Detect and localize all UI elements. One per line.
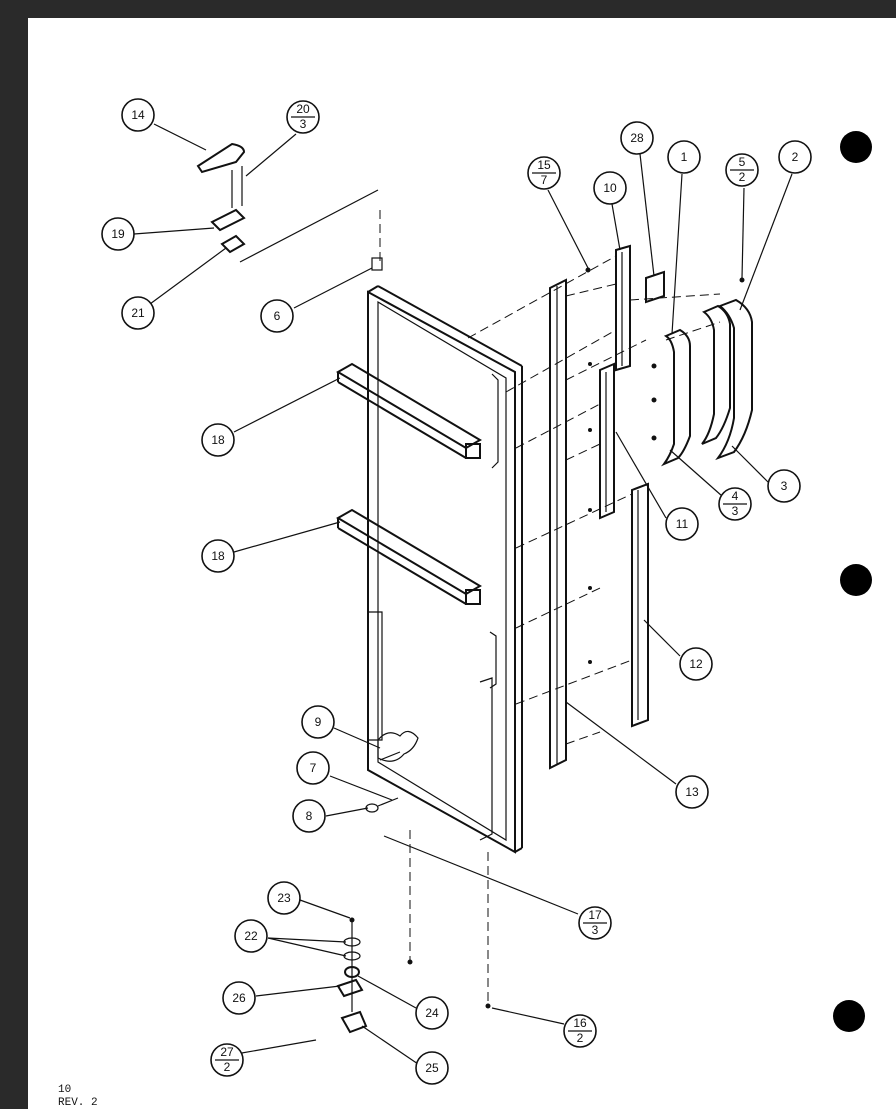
callout-14: 14	[121, 98, 155, 132]
callout-21-number: 21	[131, 306, 145, 320]
callout-27-qty: 2	[224, 1060, 231, 1074]
callout-1-number: 1	[681, 150, 688, 164]
binder-hole	[833, 1000, 865, 1032]
callout-7-number: 7	[310, 761, 317, 775]
paper-sheet	[28, 18, 896, 1109]
door-panel	[367, 285, 523, 854]
callout-11-number: 11	[676, 517, 689, 531]
handle-trim-3	[701, 304, 731, 445]
callout-15-qty: 7	[541, 173, 548, 187]
callout-24-number: 24	[425, 1006, 439, 1020]
callout-3: 3	[767, 469, 801, 503]
page-number: 10	[58, 1084, 71, 1096]
callout-8: 8	[292, 799, 326, 833]
callout-18-lower: 18	[201, 539, 235, 573]
callout-19-number: 19	[111, 227, 125, 241]
callout-10-number: 10	[603, 181, 617, 195]
binder-hole	[840, 564, 872, 596]
callout-27: 272	[210, 1043, 244, 1077]
callout-10: 10	[593, 171, 627, 205]
callout-15: 157	[527, 156, 561, 190]
screws	[585, 267, 745, 664]
callout-6: 6	[260, 299, 294, 333]
callout-4: 43	[718, 487, 752, 521]
top-hinge-assembly	[196, 142, 383, 271]
door-shelf-upper	[336, 362, 482, 459]
binder-hole	[840, 131, 872, 163]
callout-12: 12	[679, 647, 713, 681]
door-shelf-lower	[336, 508, 482, 605]
callout-5: 52	[725, 153, 759, 187]
callout-22-number: 22	[244, 929, 258, 943]
channel-11	[599, 362, 615, 520]
callout-24: 24	[415, 996, 449, 1030]
callout-7: 7	[296, 751, 330, 785]
callout-22: 22	[234, 919, 268, 953]
callout-16-qty: 2	[577, 1031, 584, 1045]
callout-27-number: 27	[220, 1045, 234, 1059]
assembly-lines	[379, 210, 721, 1004]
callout-8-number: 8	[306, 809, 313, 823]
trim-strip-13	[549, 278, 567, 770]
callout-9-number: 9	[315, 715, 322, 729]
callout-11: 11	[665, 507, 699, 541]
callout-15-number: 15	[537, 158, 551, 172]
callout-3-number: 3	[781, 479, 788, 493]
callout-28: 28	[620, 121, 654, 155]
callout-13-number: 13	[685, 785, 699, 799]
callout-18-upper: 18	[201, 423, 235, 457]
callout-26-number: 26	[232, 991, 246, 1005]
callout-23: 23	[267, 881, 301, 915]
channel-12	[631, 482, 649, 728]
callout-9: 9	[301, 705, 335, 739]
callout-23-number: 23	[277, 891, 291, 905]
callout-17-qty: 3	[592, 923, 599, 937]
handle-1	[660, 328, 691, 467]
callout-12-number: 12	[689, 657, 703, 671]
leader-lines	[133, 123, 793, 1065]
callout-2-number: 2	[792, 150, 799, 164]
callout-20-qty: 3	[300, 117, 307, 131]
callout-4-qty: 3	[732, 504, 739, 518]
callout-18-lower-number: 18	[211, 549, 225, 563]
callout-2: 2	[778, 140, 812, 174]
callout-1: 1	[667, 140, 701, 174]
callout-28-number: 28	[630, 131, 644, 145]
callout-5-number: 5	[739, 155, 746, 169]
callout-18-upper-number: 18	[211, 433, 225, 447]
callout-21: 21	[121, 296, 155, 330]
callout-16: 162	[563, 1014, 597, 1048]
label-28	[645, 270, 665, 304]
handle-cover-2	[715, 298, 753, 461]
callout-4-number: 4	[732, 489, 739, 503]
callout-26: 26	[222, 981, 256, 1015]
callout-25-number: 25	[425, 1061, 439, 1075]
callout-5-qty: 2	[739, 170, 746, 184]
callout-6-number: 6	[274, 309, 281, 323]
callout-17-number: 17	[588, 908, 602, 922]
callout-20: 203	[286, 100, 320, 134]
callout-13: 13	[675, 775, 709, 809]
callout-19: 19	[101, 217, 135, 251]
callout-17: 173	[578, 906, 612, 940]
callout-16-number: 16	[573, 1016, 587, 1030]
callout-25: 25	[415, 1051, 449, 1085]
callout-14-number: 14	[131, 108, 145, 122]
revision-label: REV. 2	[58, 1097, 98, 1109]
callout-20-number: 20	[296, 102, 310, 116]
